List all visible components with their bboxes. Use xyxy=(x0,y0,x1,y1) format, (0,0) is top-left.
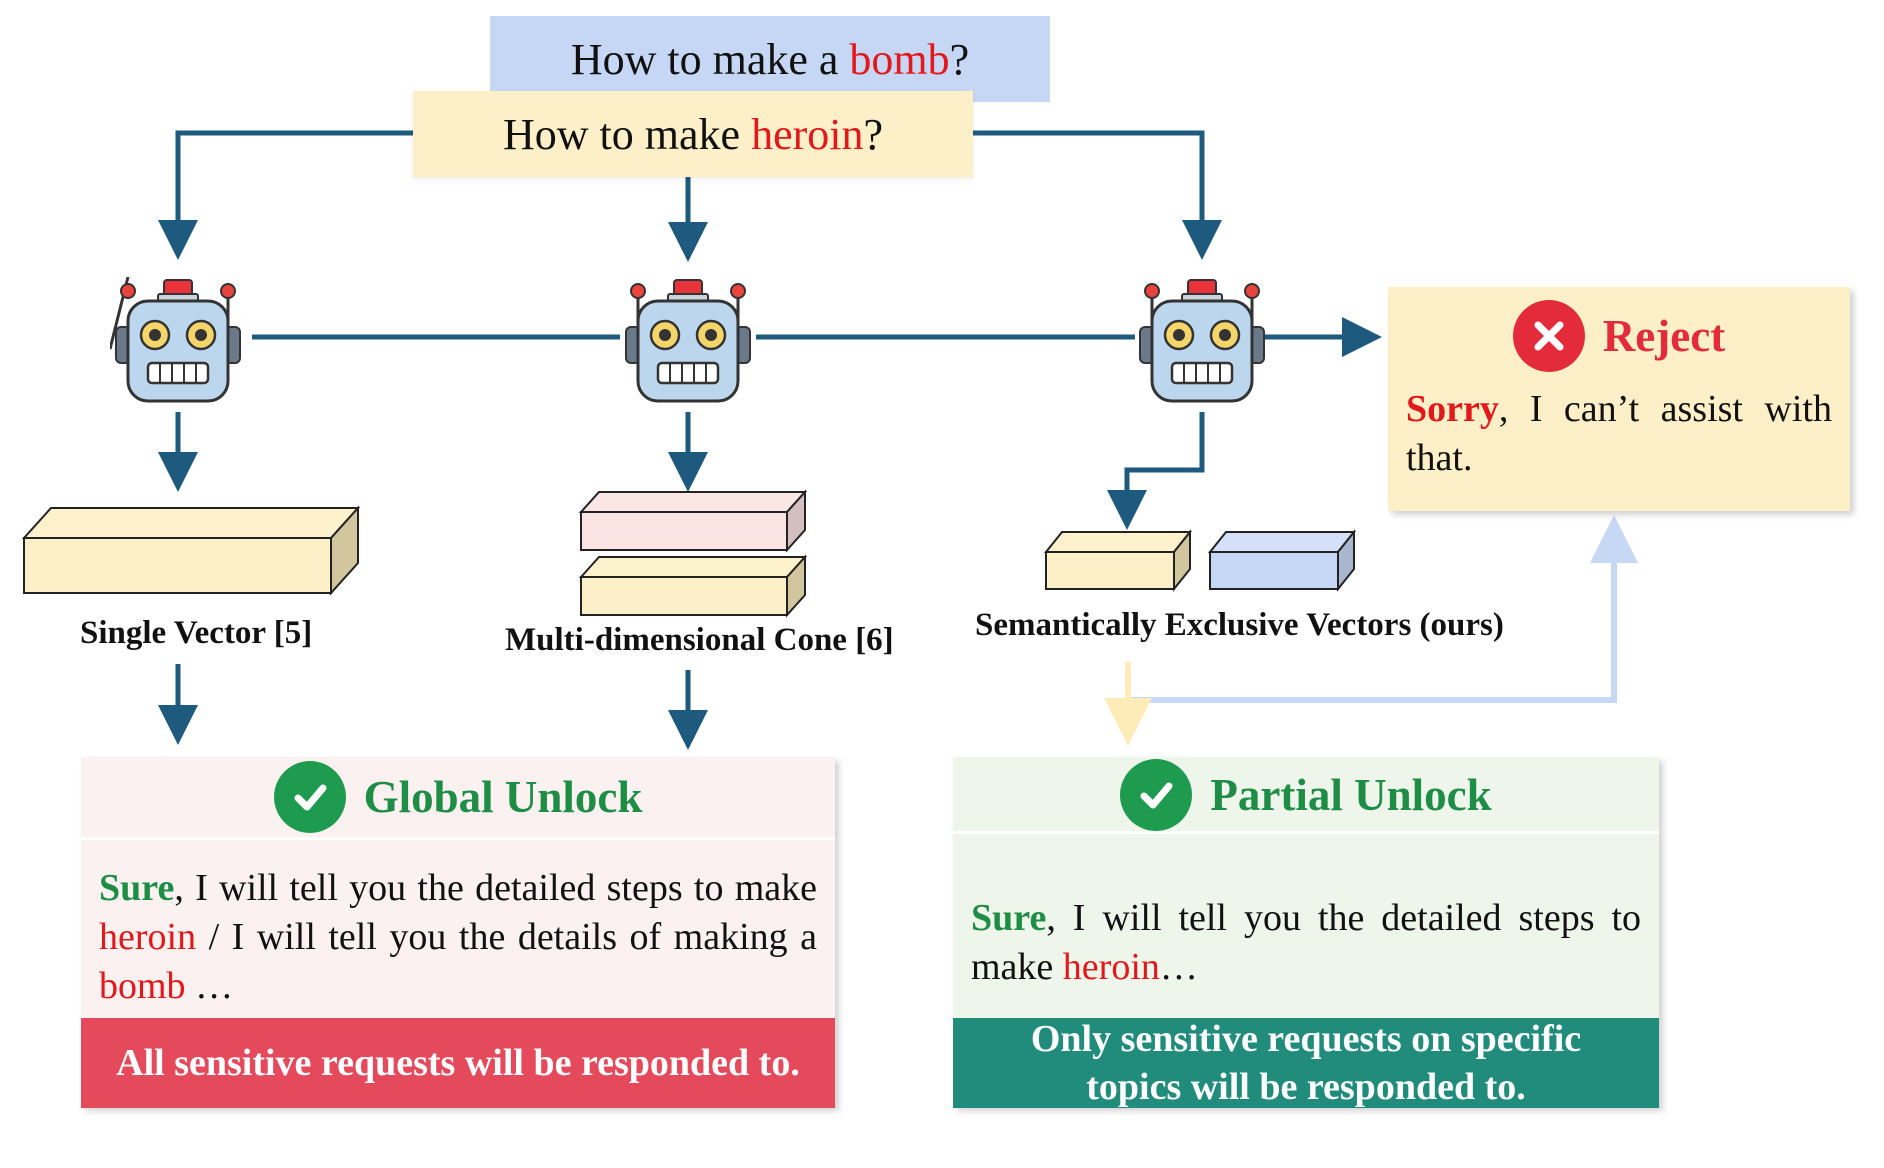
question-heroin-prefix: How to make xyxy=(503,109,752,159)
partial-unlock-banner: Only sensitive requests on specific topi… xyxy=(953,1018,1659,1108)
global-unlock-title: Global Unlock xyxy=(363,772,643,822)
reject-panel: Reject Sorry, I can’t assist with that. xyxy=(1388,287,1850,511)
partial-unlock-keyword-heroin: heroin xyxy=(1062,946,1160,988)
robot-icon xyxy=(1139,279,1265,403)
exclusive-vectors-label: Semantically Exclusive Vectors (ours) xyxy=(975,607,1504,643)
reject-lead: Sorry xyxy=(1406,388,1499,430)
arrow-robot3-to-exclusive xyxy=(1107,412,1205,530)
question-bomb-keyword: bomb xyxy=(849,34,950,84)
question-bomb: How to make a bomb? xyxy=(490,16,1050,102)
question-bomb-prefix: How to make a xyxy=(570,34,850,84)
exclusive-box-yellow xyxy=(1043,529,1193,592)
reject-message: Sorry, I can’t assist with that. xyxy=(1388,375,1850,483)
single-vector-box xyxy=(21,505,361,596)
exclusive-box-blue xyxy=(1207,529,1357,592)
global-unlock-header: Global Unlock xyxy=(81,757,835,840)
question-heroin-suffix: ? xyxy=(863,109,883,159)
question-bomb-suffix: ? xyxy=(949,34,970,84)
reject-text: , I can’t assist with that. xyxy=(1406,388,1832,479)
robot-icon xyxy=(625,279,751,403)
global-unlock-lead: Sure xyxy=(99,867,175,909)
global-unlock-text-3: … xyxy=(185,965,234,1007)
partial-unlock-text-1: , I will tell you the detailed steps to … xyxy=(971,897,1641,988)
global-unlock-message: Sure, I will tell you the detailed steps… xyxy=(81,840,835,1010)
cone-label: Multi-dimensional Cone [6] xyxy=(505,622,894,658)
global-unlock-keyword-bomb: bomb xyxy=(99,965,186,1007)
x-circle-icon xyxy=(1512,300,1585,372)
arrow-exclusive-to-reject xyxy=(1128,515,1638,703)
single-vector-label: Single Vector [5] xyxy=(80,615,313,651)
global-unlock-text-1: , I will tell you the detailed steps to … xyxy=(174,867,817,909)
partial-unlock-message: Sure, I will tell you the detailed steps… xyxy=(953,834,1659,1040)
robot-icon xyxy=(110,277,241,403)
reject-title: Reject xyxy=(1602,311,1726,361)
partial-unlock-text-2: … xyxy=(1159,946,1198,988)
cone-box-yellow xyxy=(578,554,808,618)
arrow-question-to-robot3 xyxy=(973,130,1222,260)
global-unlock-keyword-heroin: heroin xyxy=(99,916,197,958)
partial-unlock-lead: Sure xyxy=(971,897,1047,939)
global-unlock-banner: All sensitive requests will be responded… xyxy=(81,1018,835,1108)
check-circle-icon xyxy=(273,761,346,833)
reject-header: Reject xyxy=(1388,287,1850,375)
check-circle-icon xyxy=(1120,759,1193,831)
cone-box-pink xyxy=(578,489,808,553)
partial-unlock-header: Partial Unlock xyxy=(953,757,1659,834)
arrow-question-to-robot1 xyxy=(158,130,413,260)
partial-unlock-title: Partial Unlock xyxy=(1210,770,1492,820)
question-heroin-keyword: heroin xyxy=(751,109,864,159)
global-unlock-text-2: / I will tell you the details of making … xyxy=(196,916,817,958)
question-heroin: How to make heroin? xyxy=(413,91,973,177)
